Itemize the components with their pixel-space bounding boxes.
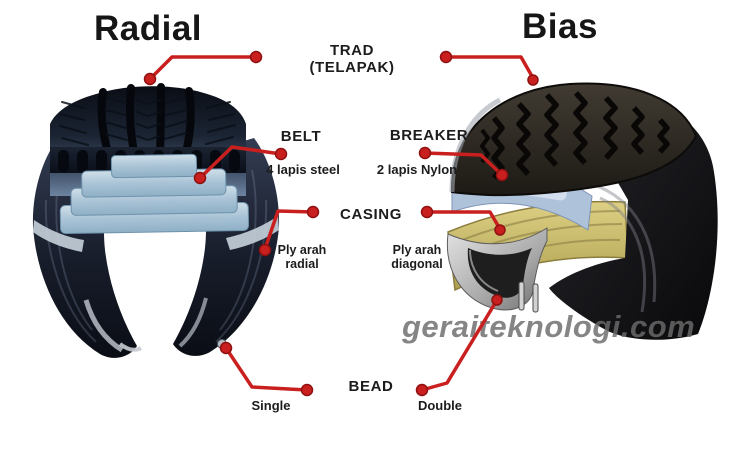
leader-line-bead-right — [420, 298, 499, 392]
radial-casing-edges — [33, 216, 279, 252]
leader-line-casing-left — [263, 209, 315, 251]
ply-radial-sublabel: Ply arah radial — [277, 243, 327, 272]
leader-line-belt — [198, 145, 283, 180]
bias-tire-illustration — [446, 82, 718, 340]
single-sublabel: Single — [251, 398, 291, 413]
radial-title: Radial — [93, 9, 203, 48]
leader-dots — [143, 50, 539, 397]
breaker-sublabel: 2 lapis Nylon — [376, 162, 458, 177]
ply-radial-line2: radial — [285, 256, 319, 271]
leader-line-tread-left — [148, 55, 258, 81]
ply-diagonal-sublabel: Ply arah diagonal — [391, 243, 443, 272]
leader-line-tread-right — [444, 55, 535, 80]
bead-label: BEAD — [348, 378, 394, 395]
tread-label: TRAD (TELAPAK) — [309, 42, 395, 76]
casing-label: CASING — [340, 206, 402, 223]
tread-label-line1: TRAD — [329, 42, 375, 59]
breaker-label: BREAKER — [389, 127, 469, 144]
leader-line-bead-left — [224, 346, 309, 392]
watermark: geraiteknologi.com — [402, 309, 696, 344]
radial-tread-sipes — [59, 97, 236, 146]
tread-label-line2: (TELAPAK) — [309, 58, 395, 76]
bias-tread-zigzag-grooves — [479, 91, 670, 180]
belt-label: BELT — [280, 128, 322, 145]
belt-sublabel: 4 lapis steel — [266, 162, 340, 177]
bias-tread — [449, 82, 698, 197]
ply-diagonal-line1: Ply arah — [392, 243, 442, 257]
bias-bead-wires — [518, 281, 539, 313]
ply-radial-line1: Ply arah — [277, 243, 327, 257]
leader-line-casing-right — [425, 210, 502, 231]
radial-tire-illustration — [32, 83, 280, 358]
leader-line-breaker — [423, 151, 504, 177]
radial-belt-layers — [59, 153, 250, 235]
bias-title: Bias — [522, 7, 598, 46]
double-sublabel: Double — [417, 398, 463, 413]
ply-diagonal-line2: diagonal — [391, 256, 443, 271]
radial-tread-grooves — [97, 83, 195, 156]
